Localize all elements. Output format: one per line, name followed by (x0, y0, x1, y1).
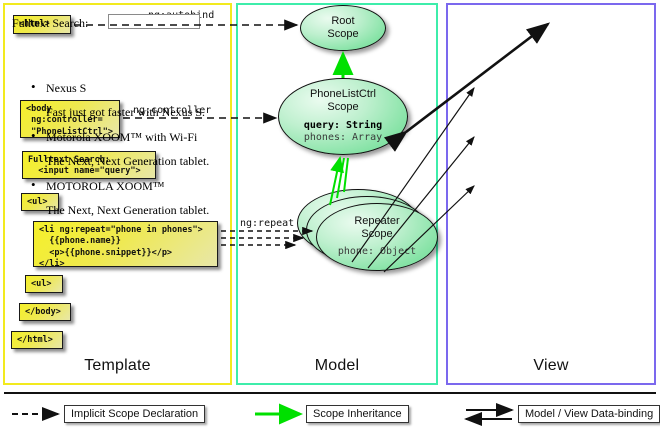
ctrl-scope-prop-phones: phones: Array (303, 132, 383, 144)
view-item-name-2: MOTOROLA XOOM™ (46, 179, 165, 193)
panel-view: View (446, 3, 656, 385)
view-search-input[interactable] (108, 14, 200, 29)
scope-ellipse-phonelistctrl: PhoneListCtrl Scope query: String phones… (278, 78, 408, 155)
view-item-name-1: Motorola XOOM™ with Wi-Fi (46, 130, 198, 144)
panel-label-view: View (533, 357, 569, 374)
legend-label-data-binding: Model / View Data-binding (518, 405, 660, 423)
view-bullet-0: • (31, 79, 36, 94)
code-box-body-open: <body ng:controller= "PhoneListCtrl"> (20, 100, 120, 138)
repeater-scope-title-line2: Scope (361, 227, 393, 240)
root-scope-title-line2: Scope (327, 28, 359, 40)
legend-divider (4, 392, 656, 394)
legend-label-scope-inheritance: Scope Inheritance (306, 405, 409, 423)
view-bullet-1: • (31, 128, 36, 143)
view-search-label: Fulltext Search: (12, 16, 89, 30)
code-box-ul-open: <ul> (21, 193, 59, 211)
repeater-scope-prop-phone: phone: Object (337, 246, 417, 258)
edge-label-controller: ng:controller (133, 105, 212, 116)
code-box-html-open: <html> (13, 15, 71, 34)
view-bullet-2: • (31, 177, 36, 192)
code-box-html-close: </html> (11, 331, 63, 349)
edge-label-repeat: ng:repeat (240, 218, 295, 229)
ctrl-scope-prop-query: query: String (303, 119, 383, 131)
panel-label-template: Template (84, 357, 151, 374)
legend-label-implicit-scope: Implicit Scope Declaration (64, 405, 206, 423)
code-box-li-repeat: <li ng:repeat="phone in phones"> {{phone… (33, 221, 218, 269)
code-box-body-close: </body> (19, 303, 71, 321)
view-item-snippet-1: The Next, Next Generation tablet. (46, 154, 210, 168)
scope-ellipse-repeater: Repeater Scope phone: Object (316, 203, 438, 271)
view-item-snippet-2: The Next, Next Generation tablet. (46, 203, 210, 217)
ctrl-scope-title-line2: Scope (327, 101, 359, 113)
root-scope-title-line1: Root (331, 15, 355, 28)
scope-ellipse-root: Root Scope (300, 5, 386, 51)
code-box-ul-close: <ul> (25, 275, 63, 293)
view-item-snippet-0: Fast just got faster with Nexus S. (46, 105, 205, 119)
view-item-name-0: Nexus S (46, 81, 87, 95)
repeater-scope-title-line1: Repeater (354, 215, 400, 228)
ctrl-scope-title-line1: PhoneListCtrl (309, 88, 377, 101)
code-box-fulltext-search: Fulltext Search: <input name="query"> (22, 151, 156, 179)
panel-label-model: Model (314, 357, 360, 374)
